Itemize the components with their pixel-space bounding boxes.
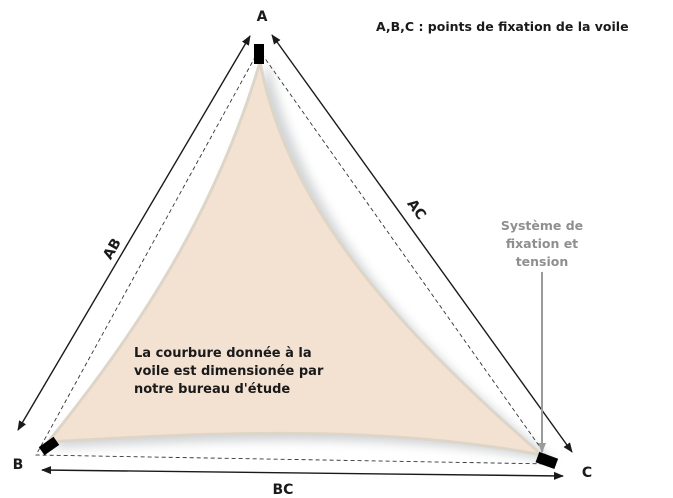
curvature-note-line: notre bureau d'étude xyxy=(134,382,291,397)
system-label-line: Système de xyxy=(500,218,584,233)
curvature-note-line: voile est dimensionée par xyxy=(134,364,324,379)
arrow-ac xyxy=(271,34,573,453)
system-label-line: fixation et xyxy=(505,236,579,251)
arrow-bc xyxy=(41,466,564,480)
point-label-a: A xyxy=(257,9,268,25)
side-label-ac: AC xyxy=(404,196,429,222)
point-label-c: C xyxy=(582,465,592,481)
side-label-bc: BC xyxy=(273,482,294,498)
curvature-note: La courbure donnée à la voile est dimens… xyxy=(134,345,364,399)
side-label-ab: AB xyxy=(100,236,125,263)
system-label: Système de fixation et tension xyxy=(492,217,592,271)
point-label-b: B xyxy=(13,457,24,473)
system-label-line: tension xyxy=(515,254,569,269)
arrow-ab xyxy=(17,35,251,431)
curvature-note-line: La courbure donnée à la xyxy=(134,346,312,361)
legend-text: A,B,C : points de fixation de la voile xyxy=(376,19,629,34)
fixation-plate-c xyxy=(535,451,559,470)
fixation-plate-b xyxy=(38,436,60,456)
fixation-plate-a xyxy=(254,44,264,64)
